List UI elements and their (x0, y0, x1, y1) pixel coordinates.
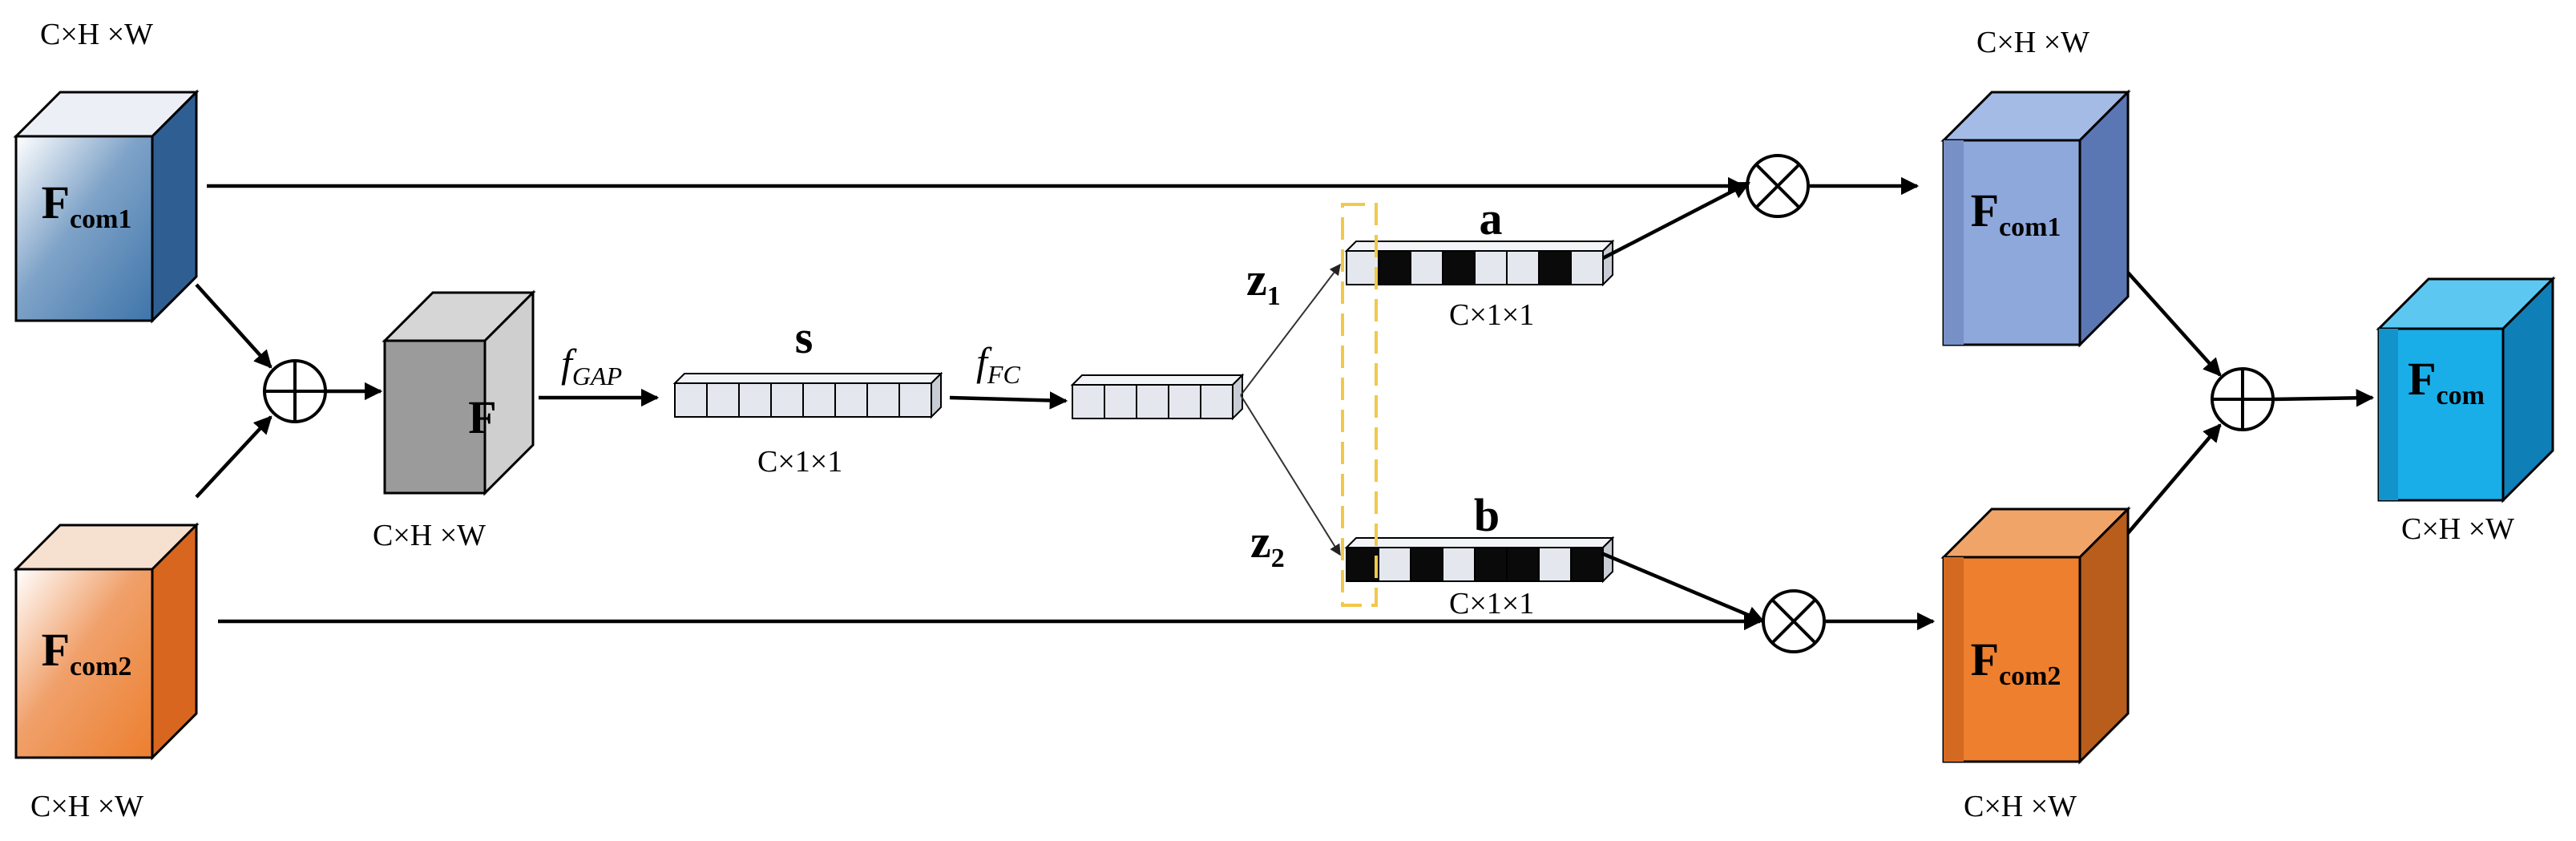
dim-f: C×H ×W (373, 519, 486, 552)
arrow-fcom1-to-sum (195, 283, 273, 369)
b-vector-cell (1474, 547, 1508, 582)
sum-node-right (2211, 367, 2275, 431)
a-vector-cell (1410, 250, 1443, 285)
s-vector-cell (770, 382, 804, 418)
s-vector-cell (738, 382, 772, 418)
arrow-fc (949, 391, 1068, 410)
a-vector-cell (1346, 250, 1379, 285)
dim-fcom1-out: C×H ×W (1976, 26, 2089, 59)
dim-a: C×1×1 (1449, 298, 1534, 332)
b-vector-cell (1410, 547, 1443, 582)
a-vector-cell (1474, 250, 1508, 285)
z-vector-cell (1200, 384, 1233, 419)
arrow-z2-branch (1240, 394, 1341, 556)
fcom-output-block: Fcom (2376, 276, 2556, 503)
arrow-a-to-mul (1601, 181, 1750, 260)
s-vector-cell (674, 382, 708, 418)
svg-text:Fcom1: Fcom1 (1971, 184, 2061, 242)
fcom2-out-main: F (1971, 633, 1999, 685)
arrow-fcom2-to-sum (195, 415, 273, 499)
a-vector-cell (1442, 250, 1476, 285)
b-vector (1344, 536, 1615, 584)
dim-fcom2-out: C×H ×W (1964, 790, 2077, 823)
z2-main: z (1250, 516, 1271, 568)
b-vector-cell (1442, 547, 1476, 582)
b-vector-cell (1346, 547, 1379, 582)
a-label: a (1480, 192, 1503, 245)
arrow-fcom1out-to-sum (2126, 271, 2222, 377)
z-vector-top-face (1070, 374, 1245, 386)
fcom1-out-sub: com1 (1999, 212, 2061, 242)
b-vector-cell (1378, 547, 1411, 582)
fgap-sub: GAP (572, 362, 622, 390)
fcom1-input-block: Fcom1 (13, 89, 200, 324)
z-vector-cell (1136, 384, 1169, 419)
z-vector-cell (1072, 384, 1105, 419)
multiply-node-top (1746, 154, 1810, 218)
f-label: F (468, 391, 496, 443)
fcom1-output-block: Fcom1 (1940, 89, 2131, 348)
a-vector-cell (1506, 250, 1540, 285)
svg-text:z2: z2 (1250, 516, 1285, 573)
fcom2-out-sub: com2 (1999, 661, 2061, 691)
highlight-dashed-box (1341, 203, 1378, 607)
fcom2-in-main: F (42, 624, 70, 676)
dim-s: C×1×1 (757, 445, 842, 479)
s-vector-cell (834, 382, 868, 418)
f-block: F (382, 289, 536, 496)
z-vector-cell (1168, 384, 1201, 419)
s-vector-cell (706, 382, 740, 418)
z-vector-cell (1104, 384, 1137, 419)
fcom-out-main: F (2408, 353, 2436, 405)
svg-text:Fcom2: Fcom2 (42, 624, 132, 681)
svg-text:fGAP: fGAP (561, 341, 622, 390)
fcom2-input-block: Fcom2 (13, 522, 200, 761)
b-vector-cell (1506, 547, 1540, 582)
s-vector-cell (866, 382, 900, 418)
s-vector-cell (802, 382, 836, 418)
svg-text:Fcom2: Fcom2 (1971, 633, 2061, 691)
dim-fcom2-in: C×H ×W (30, 790, 143, 823)
multiply-node-bottom (1762, 589, 1826, 653)
ffc-sub: FC (987, 360, 1021, 389)
s-vector-cell (898, 382, 932, 418)
svg-text:Fcom: Fcom (2408, 353, 2485, 410)
svg-text:Fcom1: Fcom1 (42, 176, 132, 234)
s-label: s (795, 311, 814, 363)
fcom-out-sub: com (2437, 381, 2485, 410)
z1-main: z (1246, 253, 1267, 305)
arrow-sum-to-fcom (2272, 389, 2375, 407)
s-vector-top-face (672, 373, 943, 384)
fcom1-in-sub: com1 (70, 204, 131, 234)
b-vector-cell (1538, 547, 1572, 582)
sum-node-left (263, 359, 327, 423)
fcom2-output-block: Fcom2 (1940, 506, 2131, 765)
dim-fcom-out: C×H ×W (2401, 512, 2514, 546)
dim-b: C×1×1 (1449, 587, 1534, 621)
fcom1-out-main: F (1971, 184, 1999, 237)
fcom1-in-main: F (42, 176, 70, 228)
z-vector (1070, 373, 1245, 421)
a-vector (1344, 239, 1615, 287)
svg-text:z1: z1 (1246, 253, 1281, 311)
s-vector (672, 371, 943, 419)
arrow-fcom2out-to-sum (2126, 423, 2222, 535)
arrow-z1-branch (1240, 263, 1341, 396)
dim-fcom1-in: C×H ×W (40, 18, 153, 51)
svg-text:fFC: fFC (976, 339, 1020, 389)
a-vector-cell (1570, 250, 1604, 285)
z2-sub: 2 (1271, 544, 1285, 573)
fcom2-in-sub: com2 (70, 652, 131, 681)
z1-sub: 1 (1267, 281, 1281, 311)
a-vector-cell (1378, 250, 1411, 285)
arrow-b-to-mul (1601, 551, 1766, 624)
b-vector-cell (1570, 547, 1604, 582)
b-label: b (1474, 489, 1500, 541)
a-vector-cell (1538, 250, 1572, 285)
